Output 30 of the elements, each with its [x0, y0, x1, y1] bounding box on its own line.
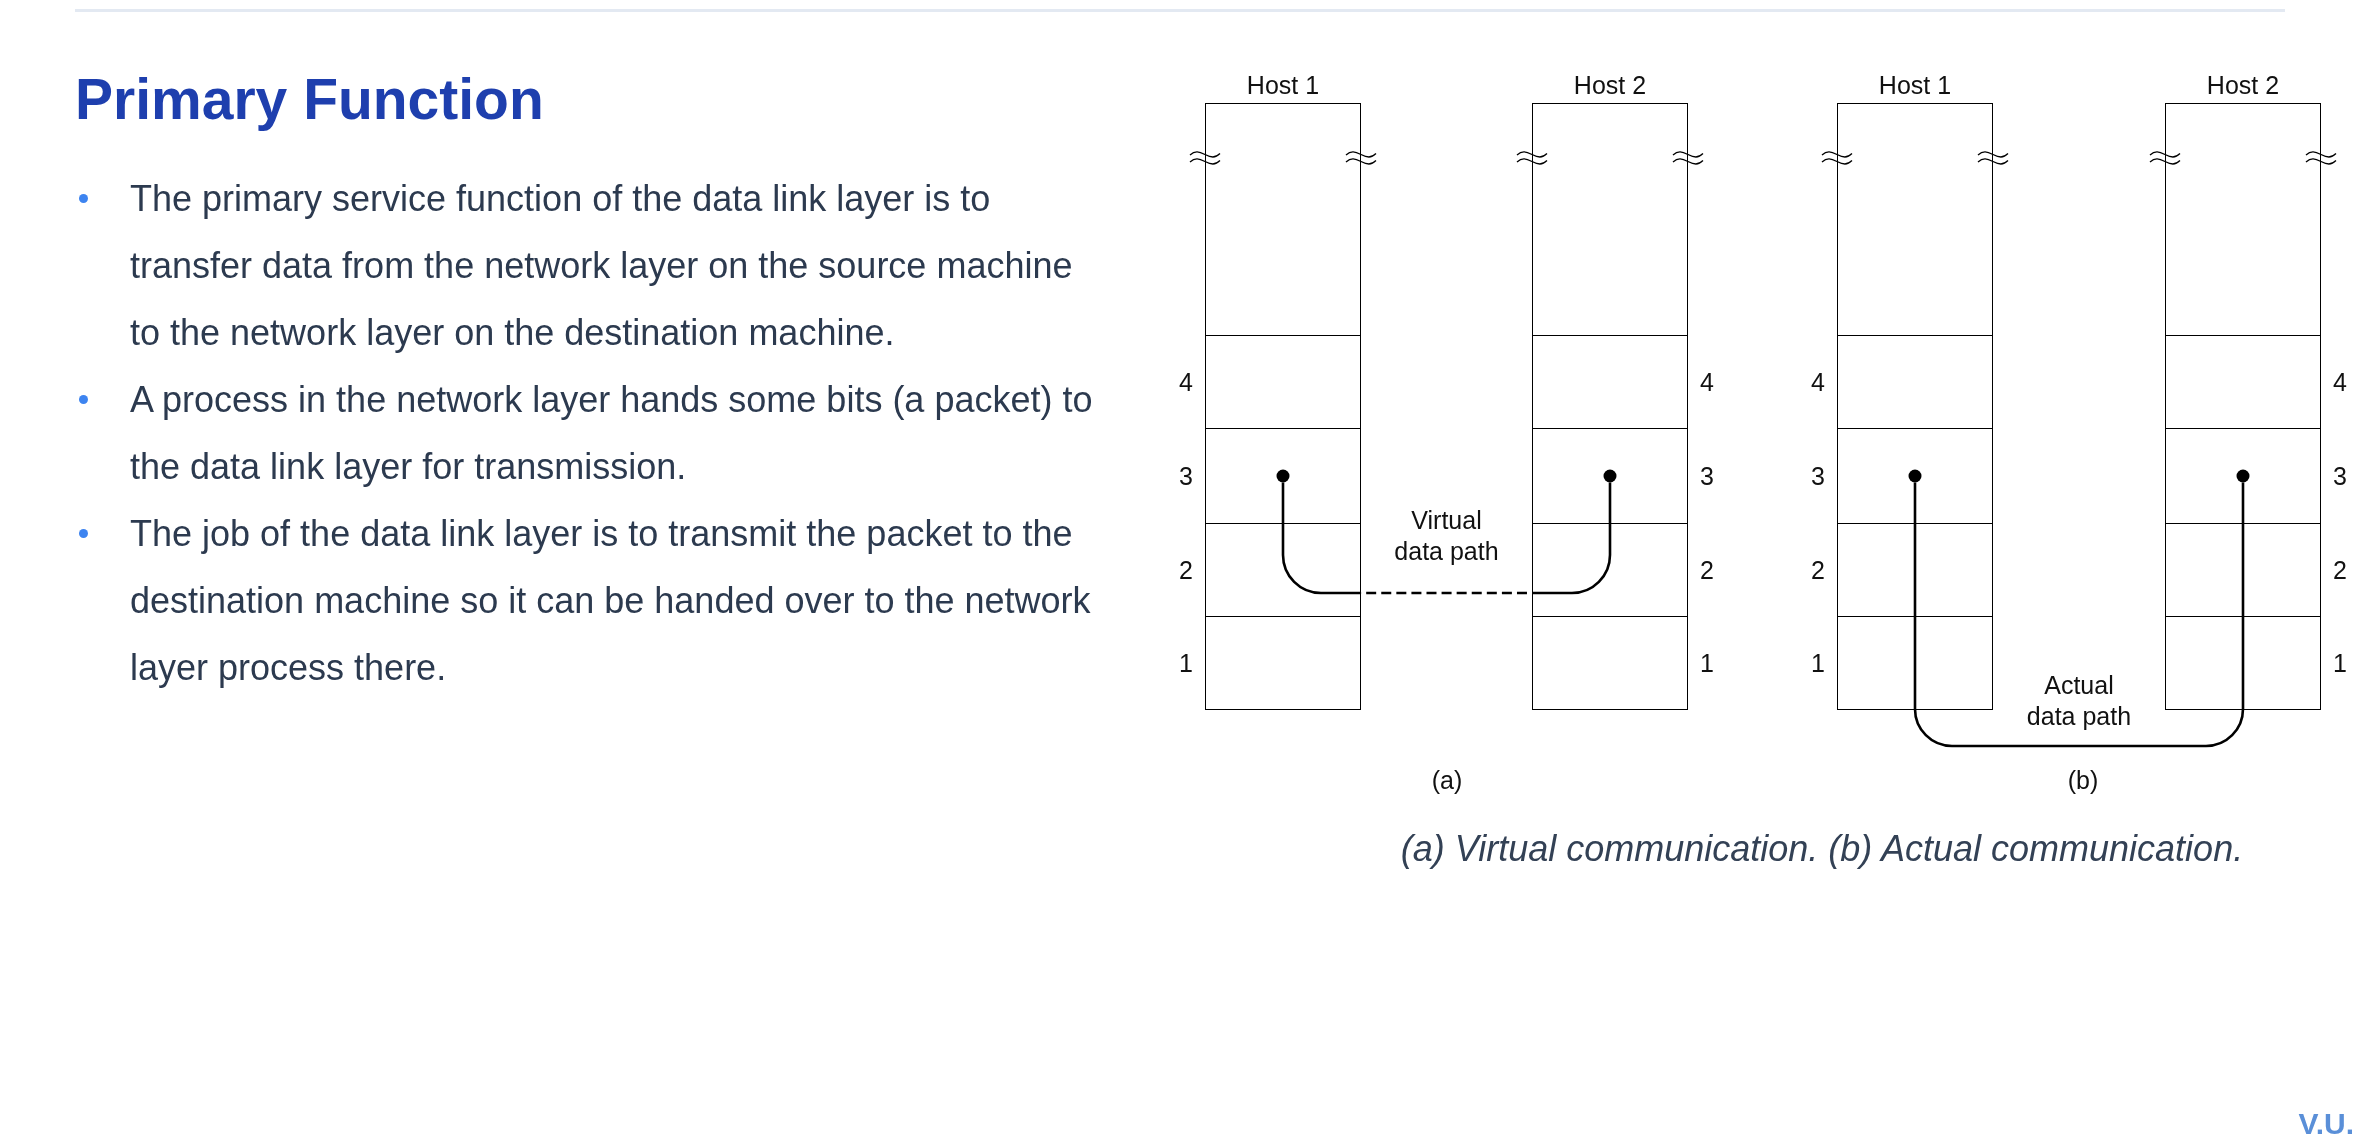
host-label: Host 1: [1878, 70, 1952, 100]
layer-number: 1: [1700, 648, 1714, 678]
layer-number: 4: [1179, 367, 1193, 397]
figure-caption: (a) Virtual communication. (b) Actual communication.: [1400, 828, 2244, 870]
bullet-text: The job of the data link layer is to transmit the packet to the destination machine so it can be handed over to the network layer process there.: [130, 512, 1092, 690]
layer-number: 3: [1179, 461, 1193, 491]
bullet-text: The primary service function of the data link layer is to transfer data from the network layer on the source machine to the network layer on the destination machine.: [130, 177, 1074, 355]
panel-label: (b): [2067, 765, 2099, 795]
data-path-line: [1281, 482, 1612, 595]
layer-number: 4: [2333, 367, 2347, 397]
layer-number: 2: [1811, 555, 1825, 585]
layer-number: 4: [1700, 367, 1714, 397]
layer-number: 3: [2333, 461, 2347, 491]
panel-label: (a): [1431, 765, 1463, 795]
layer-number: 2: [1179, 555, 1193, 585]
layer-number: 4: [1811, 367, 1825, 397]
layer-number: 3: [1700, 461, 1714, 491]
footer-text: V.U.: [2298, 1106, 2354, 1142]
host-label: Host 2: [2206, 70, 2280, 100]
host-label: Host 1: [1246, 70, 1320, 100]
layer-number: 2: [2333, 555, 2347, 585]
host-label: Host 2: [1573, 70, 1647, 100]
bullet-text: A process in the network layer hands some bits (a packet) to the data link layer for transmission.: [130, 378, 1094, 489]
layer-number: 1: [1811, 648, 1825, 678]
layer-number: 3: [1811, 461, 1825, 491]
data-path-line: [1913, 482, 2245, 748]
layer-number: 2: [1700, 555, 1714, 585]
layer-number: 1: [2333, 648, 2347, 678]
slide-title: Primary Function: [75, 66, 544, 132]
layer-number: 1: [1179, 648, 1193, 678]
